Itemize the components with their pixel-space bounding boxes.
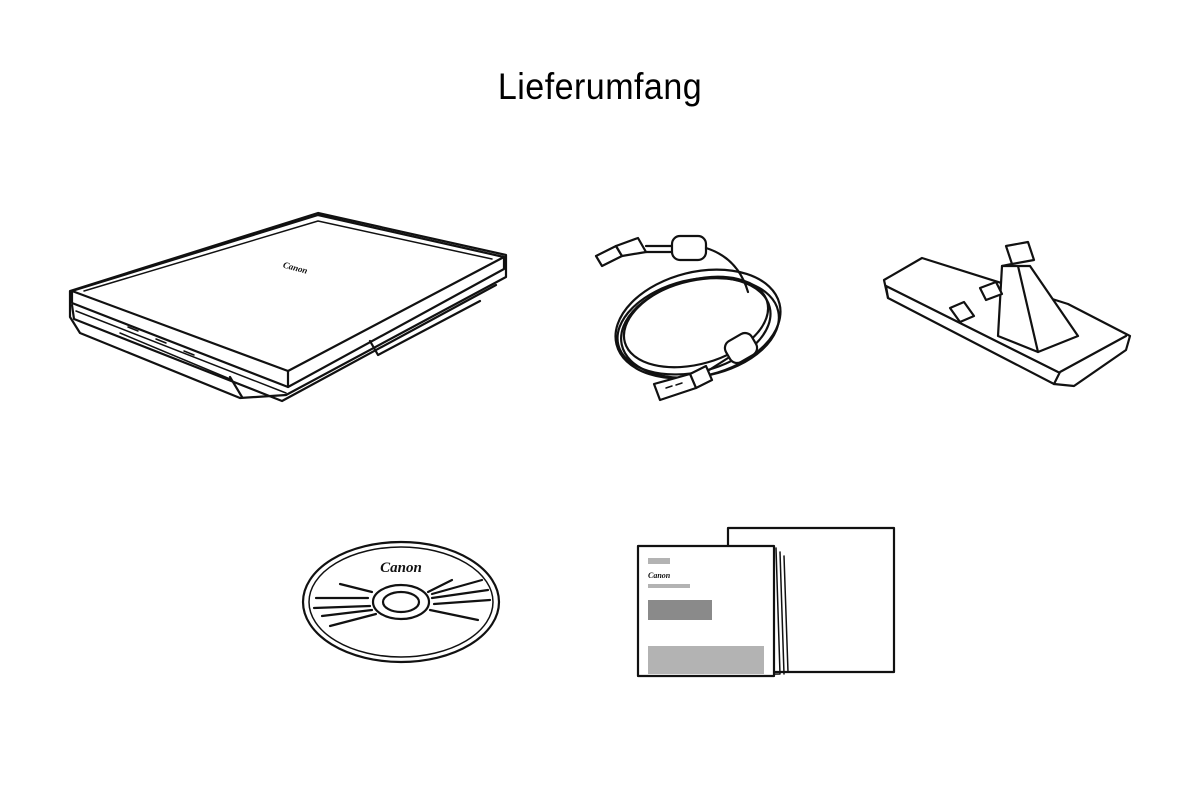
usb-cable-illustration [588, 232, 788, 407]
manual-brand-logo: Canon [648, 571, 671, 580]
setup-disc-illustration: Canon [300, 540, 502, 668]
scanner-illustration: Canon [60, 205, 520, 410]
scanner-stand-illustration [878, 236, 1138, 396]
manuals-illustration: Canon [636, 526, 900, 680]
page-title: Lieferumfang [497, 66, 703, 107]
disc-brand-logo: Canon [380, 560, 422, 576]
